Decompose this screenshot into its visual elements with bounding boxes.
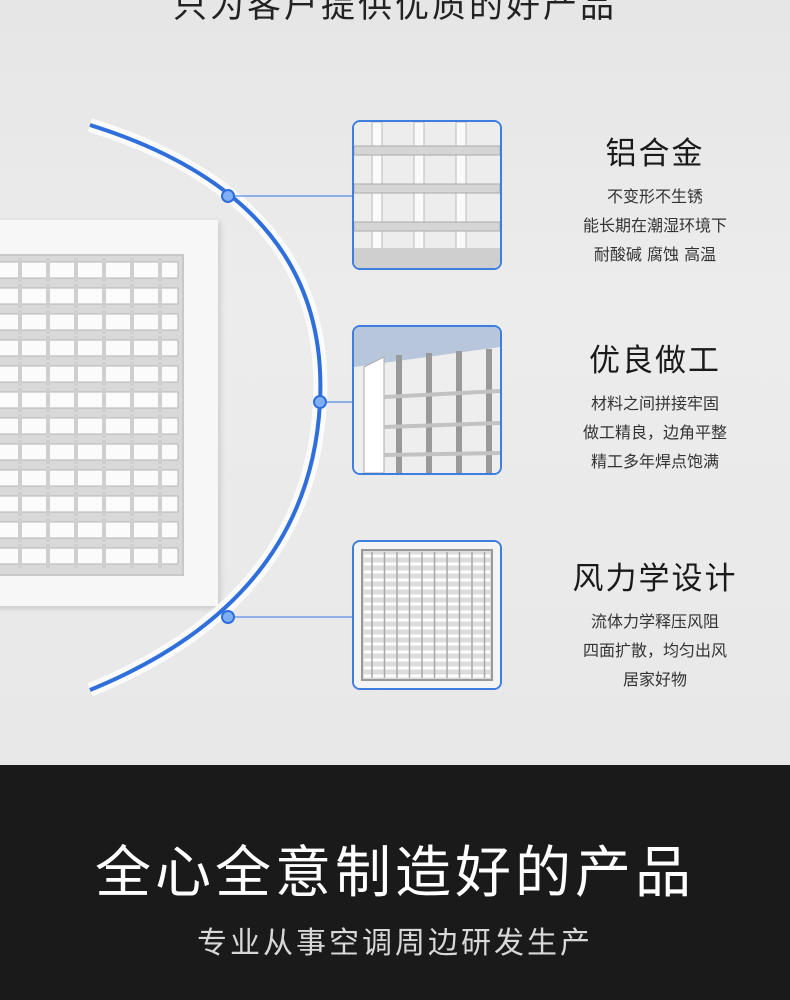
feature-line: 能长期在潮湿环境下 [582, 216, 727, 235]
connector-dot [313, 395, 327, 409]
feature-line: 做工精良，边角平整 [582, 423, 727, 442]
slogan-banner [0, 765, 790, 1000]
feature-line: 居家好物 [622, 670, 687, 689]
feature-section: 只为客户提供优质的好产品 [0, 0, 790, 765]
feature-title: 优良做工 [589, 343, 721, 379]
page-title: 只为客户提供优质的好产品 [173, 0, 617, 26]
feature-aluminum: 铝合金 不变形不生锈 能长期在潮湿环境下 耐酸碱 腐蚀 高温 [555, 128, 755, 269]
feature-line: 材料之间拼接牢固 [590, 394, 719, 413]
feature-line: 四面扩散，均匀出风 [582, 641, 727, 660]
product-grille-inner [0, 254, 184, 576]
connector-dot [221, 610, 235, 624]
grille-slats [0, 258, 179, 568]
feature-line: 流体力学释压风阻 [590, 612, 719, 631]
product-grille-image [0, 220, 218, 606]
thumb-aerodynamic [352, 540, 502, 690]
feature-line: 不变形不生锈 [606, 187, 703, 206]
feature-line: 耐酸碱 腐蚀 高温 [593, 245, 717, 264]
thumb-aluminum [352, 120, 502, 270]
feature-title: 铝合金 [605, 136, 705, 172]
connector-dot [221, 189, 235, 203]
connector-arc [87, 118, 352, 697]
feature-workmanship: 优良做工 材料之间拼接牢固 做工精良，边角平整 精工多年焊点饱满 [555, 335, 755, 476]
thumb-workmanship [352, 325, 502, 475]
banner-slogan: 全心全意制造好的产品 [95, 841, 695, 906]
banner-subtitle: 专业从事空调周边研发生产 [197, 926, 593, 961]
feature-line: 精工多年焊点饱满 [590, 452, 719, 471]
feature-title: 风力学设计 [572, 561, 738, 597]
feature-aerodynamic: 风力学设计 流体力学释压风阻 四面扩散，均匀出风 居家好物 [555, 553, 755, 694]
